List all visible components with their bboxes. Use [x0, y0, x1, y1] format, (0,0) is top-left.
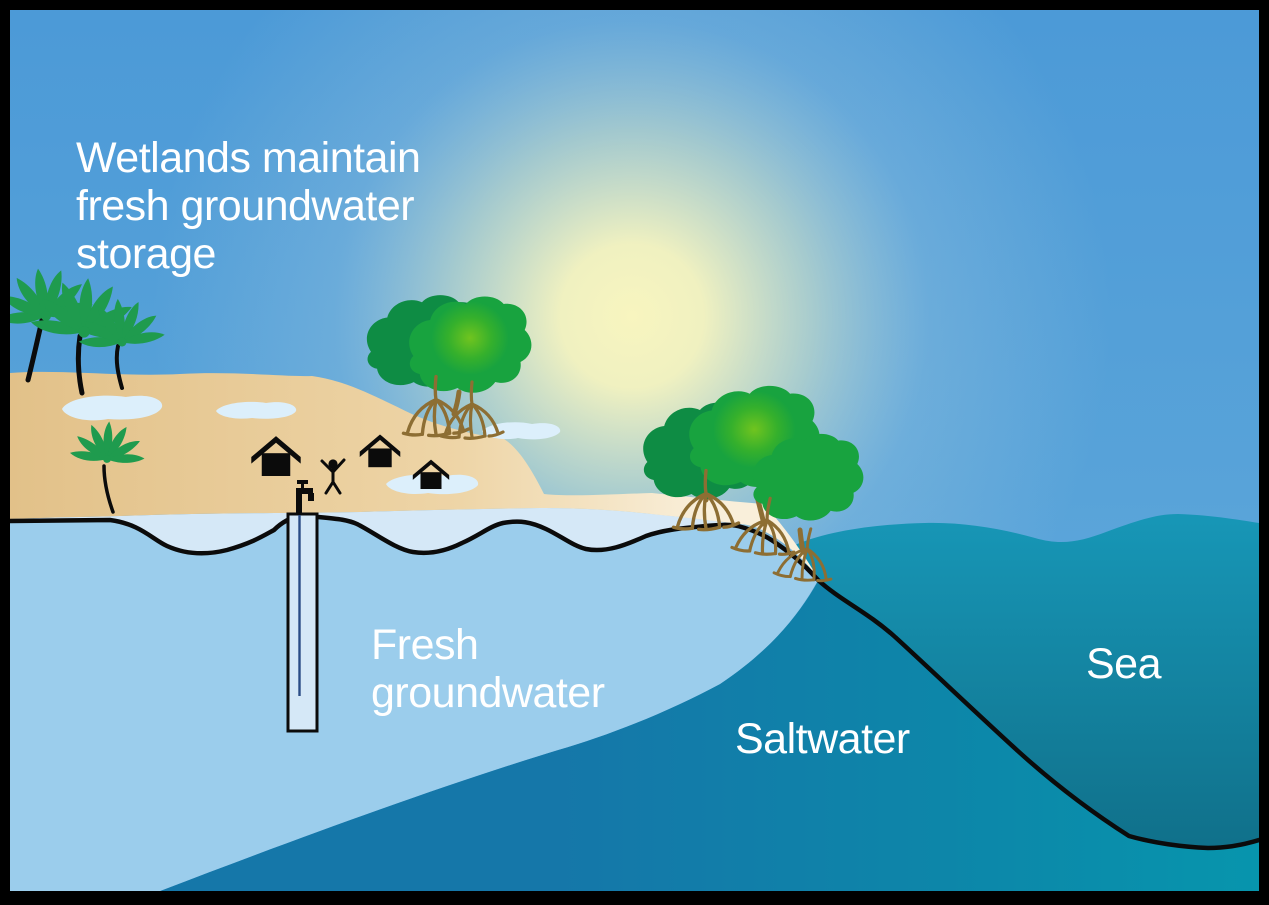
- palm-trunk: [75, 333, 85, 396]
- wetland-pool: [62, 395, 163, 421]
- wetland-pools: [62, 395, 561, 495]
- capillary-band: [10, 508, 738, 554]
- fresh-groundwater-lens: [10, 516, 818, 891]
- wetland-pool: [216, 401, 297, 419]
- mangrove-cluster-icon: [643, 385, 864, 587]
- fresh-groundwater-line-1: Fresh: [371, 621, 479, 669]
- well: [286, 480, 319, 733]
- mangrove-tree-icon: [366, 295, 532, 440]
- saltwater-wedge-and-seabed: [160, 581, 1259, 891]
- label-saltwater: Saltwater: [735, 715, 910, 763]
- title-line-2: fresh groundwater: [76, 182, 415, 230]
- sea-water: [795, 514, 1259, 848]
- palm-trunk: [114, 344, 124, 390]
- figure-title: Wetlands maintain fresh groundwater stor…: [76, 134, 421, 278]
- person-icon: [320, 458, 346, 495]
- water-tap-icon: [296, 480, 314, 515]
- fresh-groundwater-line-2: groundwater: [371, 669, 605, 717]
- palm-trees: [10, 261, 166, 514]
- water-table-and-seafloor-line: [10, 513, 1259, 851]
- palm-trunk: [102, 464, 115, 514]
- label-sea: Sea: [1086, 640, 1162, 688]
- title-line-1: Wetlands maintain: [76, 134, 421, 182]
- title-line-3: storage: [76, 230, 216, 278]
- wetland-pool: [482, 422, 561, 440]
- well-shaft: [286, 512, 319, 733]
- label-fresh-groundwater: Fresh groundwater: [371, 621, 605, 717]
